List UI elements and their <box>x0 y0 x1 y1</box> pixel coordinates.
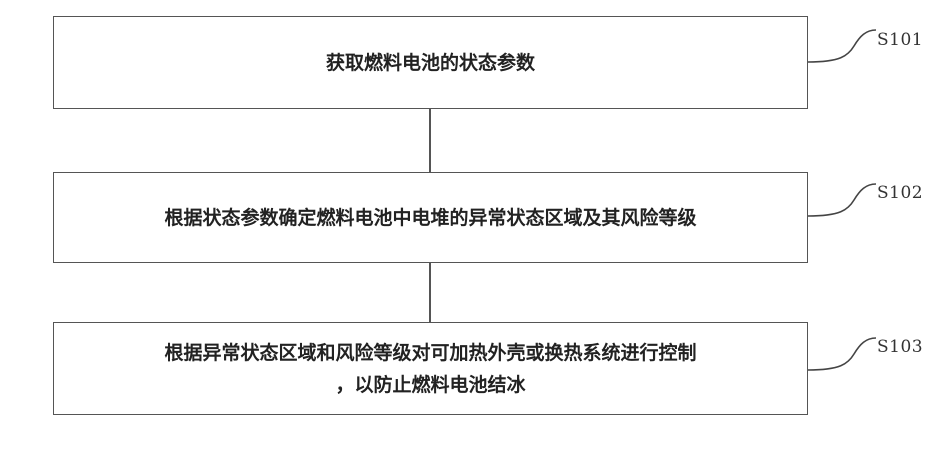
leader-line-s103 <box>808 338 876 370</box>
leader-line-s102 <box>808 184 876 216</box>
connector-s101-s102 <box>429 109 431 172</box>
step-box-s103: 根据异常状态区域和风险等级对可加热外壳或换热系统进行控制 ，以防止燃料电池结冰 <box>53 322 808 415</box>
step-box-s102: 根据状态参数确定燃料电池中电堆的异常状态区域及其风险等级 <box>53 172 808 263</box>
step-label-s102: S102 <box>877 183 923 203</box>
step-box-s101: 获取燃料电池的状态参数 <box>53 16 808 109</box>
connector-s102-s103 <box>429 263 431 322</box>
step-text-s103: 根据异常状态区域和风险等级对可加热外壳或换热系统进行控制 ，以防止燃料电池结冰 <box>164 337 696 401</box>
leader-line-s101 <box>808 30 876 62</box>
step-text-s101: 获取燃料电池的状态参数 <box>326 47 535 79</box>
step-text-s103-line1: 根据异常状态区域和风险等级对可加热外壳或换热系统进行控制 <box>164 337 696 369</box>
leader-lines <box>800 0 945 471</box>
step-text-s102: 根据状态参数确定燃料电池中电堆的异常状态区域及其风险等级 <box>164 202 696 234</box>
step-label-s103: S103 <box>877 337 923 357</box>
step-text-s103-line2: ，以防止燃料电池结冰 <box>164 369 696 401</box>
step-label-s101: S101 <box>877 30 923 50</box>
